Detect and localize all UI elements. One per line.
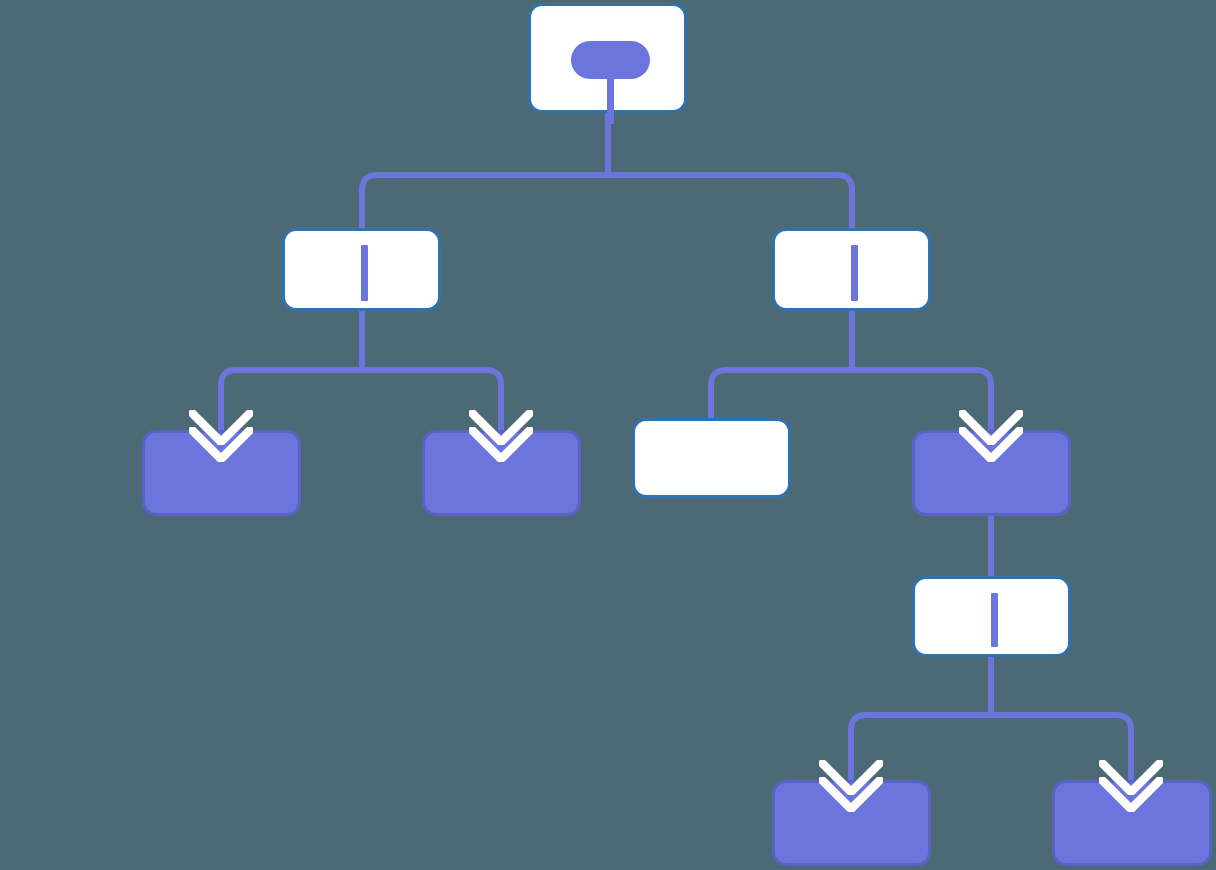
node-content-bar xyxy=(991,593,998,647)
node-l3-a[interactable] xyxy=(142,430,301,516)
node-content-bar xyxy=(851,245,858,301)
edge-l2right-to-l3c xyxy=(708,308,855,418)
node-l3-b[interactable] xyxy=(422,430,581,516)
node-l5-left[interactable] xyxy=(772,780,931,866)
root-stem-shape xyxy=(607,76,614,124)
node-l2-left[interactable] xyxy=(282,228,441,311)
node-l3-c[interactable] xyxy=(632,418,791,498)
node-l3-d[interactable] xyxy=(912,430,1071,516)
root-pill-shape xyxy=(571,41,650,79)
node-l2-right[interactable] xyxy=(772,228,931,311)
edge-l2left-to-l3b xyxy=(359,308,504,445)
node-l4[interactable] xyxy=(912,576,1071,657)
edge-l4-to-l5right xyxy=(988,657,1134,795)
node-content-bar xyxy=(361,245,368,301)
node-root[interactable] xyxy=(528,3,687,124)
edge-l4-to-l5left xyxy=(848,657,994,795)
edge-l2right-to-l3d xyxy=(849,308,994,445)
edge-l2left-to-l3a xyxy=(218,308,365,445)
node-l5-right[interactable] xyxy=(1052,780,1212,866)
